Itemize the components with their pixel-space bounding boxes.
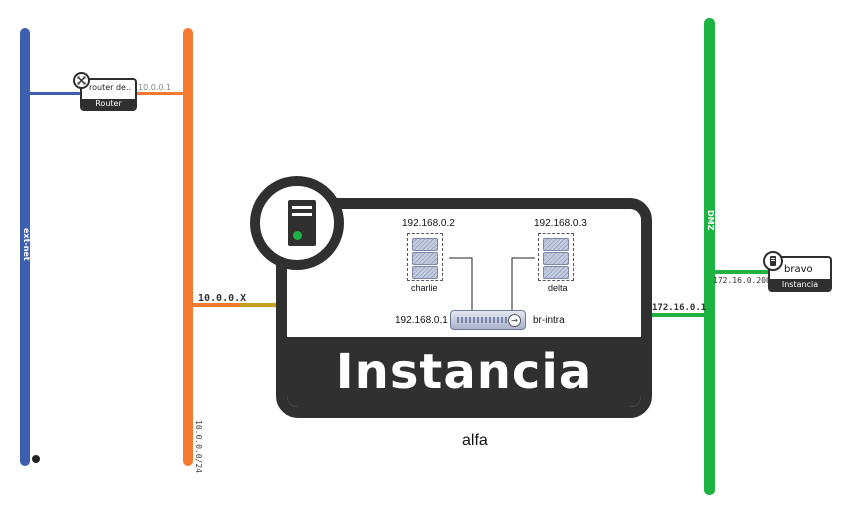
alfa-name: alfa [462, 432, 488, 449]
alfa-private-link [193, 303, 279, 307]
router-type-label: Router [82, 99, 135, 109]
private-net-bar[interactable] [183, 28, 193, 466]
br-intra-switch-icon[interactable]: → [450, 310, 526, 330]
dmz-label: DMZ [706, 210, 715, 231]
bravo-name: bravo [784, 264, 813, 275]
alfa-dmz-link [651, 313, 706, 317]
charlie-server-icon[interactable] [407, 233, 443, 281]
delta-name: delta [548, 283, 568, 293]
private-net-cidr: 10.0.0.0/24 [194, 420, 203, 473]
bravo-dmz-link [715, 270, 771, 274]
router-move-icon [73, 72, 90, 89]
bravo-ip: 172.16.0.200 [713, 276, 771, 285]
bravo-type-label: Instancia [770, 279, 830, 290]
network-status-icon [31, 454, 41, 464]
alfa-private-ip: 10.0.0.X [198, 293, 247, 304]
charlie-ip: 192.168.0.2 [402, 218, 455, 229]
router-ip: 10.0.0.1 [138, 83, 172, 92]
router-name: router de.. [89, 83, 132, 92]
alfa-dmz-ip: 172.16.0.1 [652, 303, 707, 313]
router-private-link [133, 92, 185, 95]
bravo-node[interactable]: bravo Instancia [768, 256, 832, 292]
alfa-private-link-accent [240, 303, 279, 307]
router-ext-link [30, 92, 82, 95]
alfa-type-label: Instancia [287, 337, 641, 407]
ext-net-label: ext-net [22, 228, 31, 261]
br-intra-ip: 192.168.0.1 [395, 315, 448, 326]
charlie-name: charlie [411, 283, 438, 293]
ext-net-bar[interactable] [20, 28, 30, 466]
dmz-net-bar[interactable] [704, 18, 715, 495]
alfa-server-icon [250, 176, 344, 270]
router-node[interactable]: router de.. Router [80, 78, 137, 111]
delta-server-icon[interactable] [538, 233, 574, 281]
bravo-server-icon [763, 251, 783, 271]
delta-ip: 192.168.0.3 [534, 218, 587, 229]
br-intra-name: br-intra [533, 315, 565, 326]
alfa-node[interactable]: Instancia [276, 198, 652, 418]
